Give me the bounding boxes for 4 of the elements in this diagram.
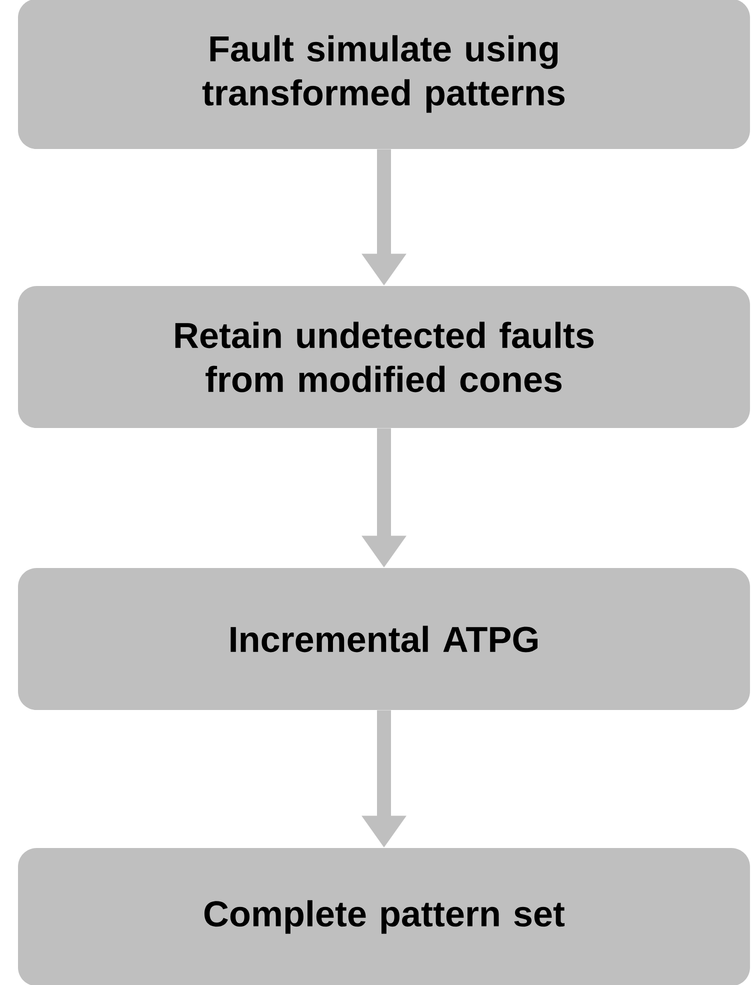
process-box: Incremental ATPG <box>18 568 750 710</box>
process-box: Fault simulate using transformed patterns <box>18 0 750 149</box>
process-box: Complete pattern set <box>18 848 750 985</box>
process-box: Retain undetected faults from modified cones <box>18 286 750 428</box>
